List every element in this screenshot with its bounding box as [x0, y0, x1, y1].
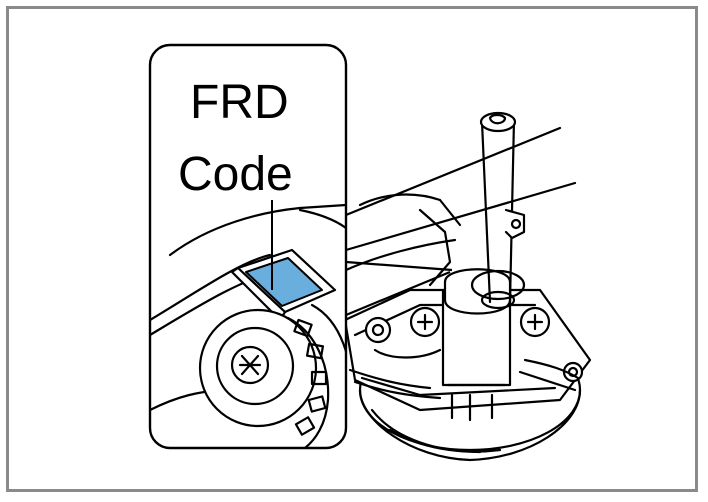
callout-box: FRD Code	[148, 43, 348, 450]
motor-assembly-drawing	[343, 111, 592, 462]
callout-title-line2: Code	[178, 148, 293, 201]
callout-detail-drawing	[150, 203, 346, 448]
callout-title-line1: FRD	[190, 76, 289, 129]
frd-code-label	[245, 257, 323, 307]
callout-pointer	[345, 260, 453, 317]
